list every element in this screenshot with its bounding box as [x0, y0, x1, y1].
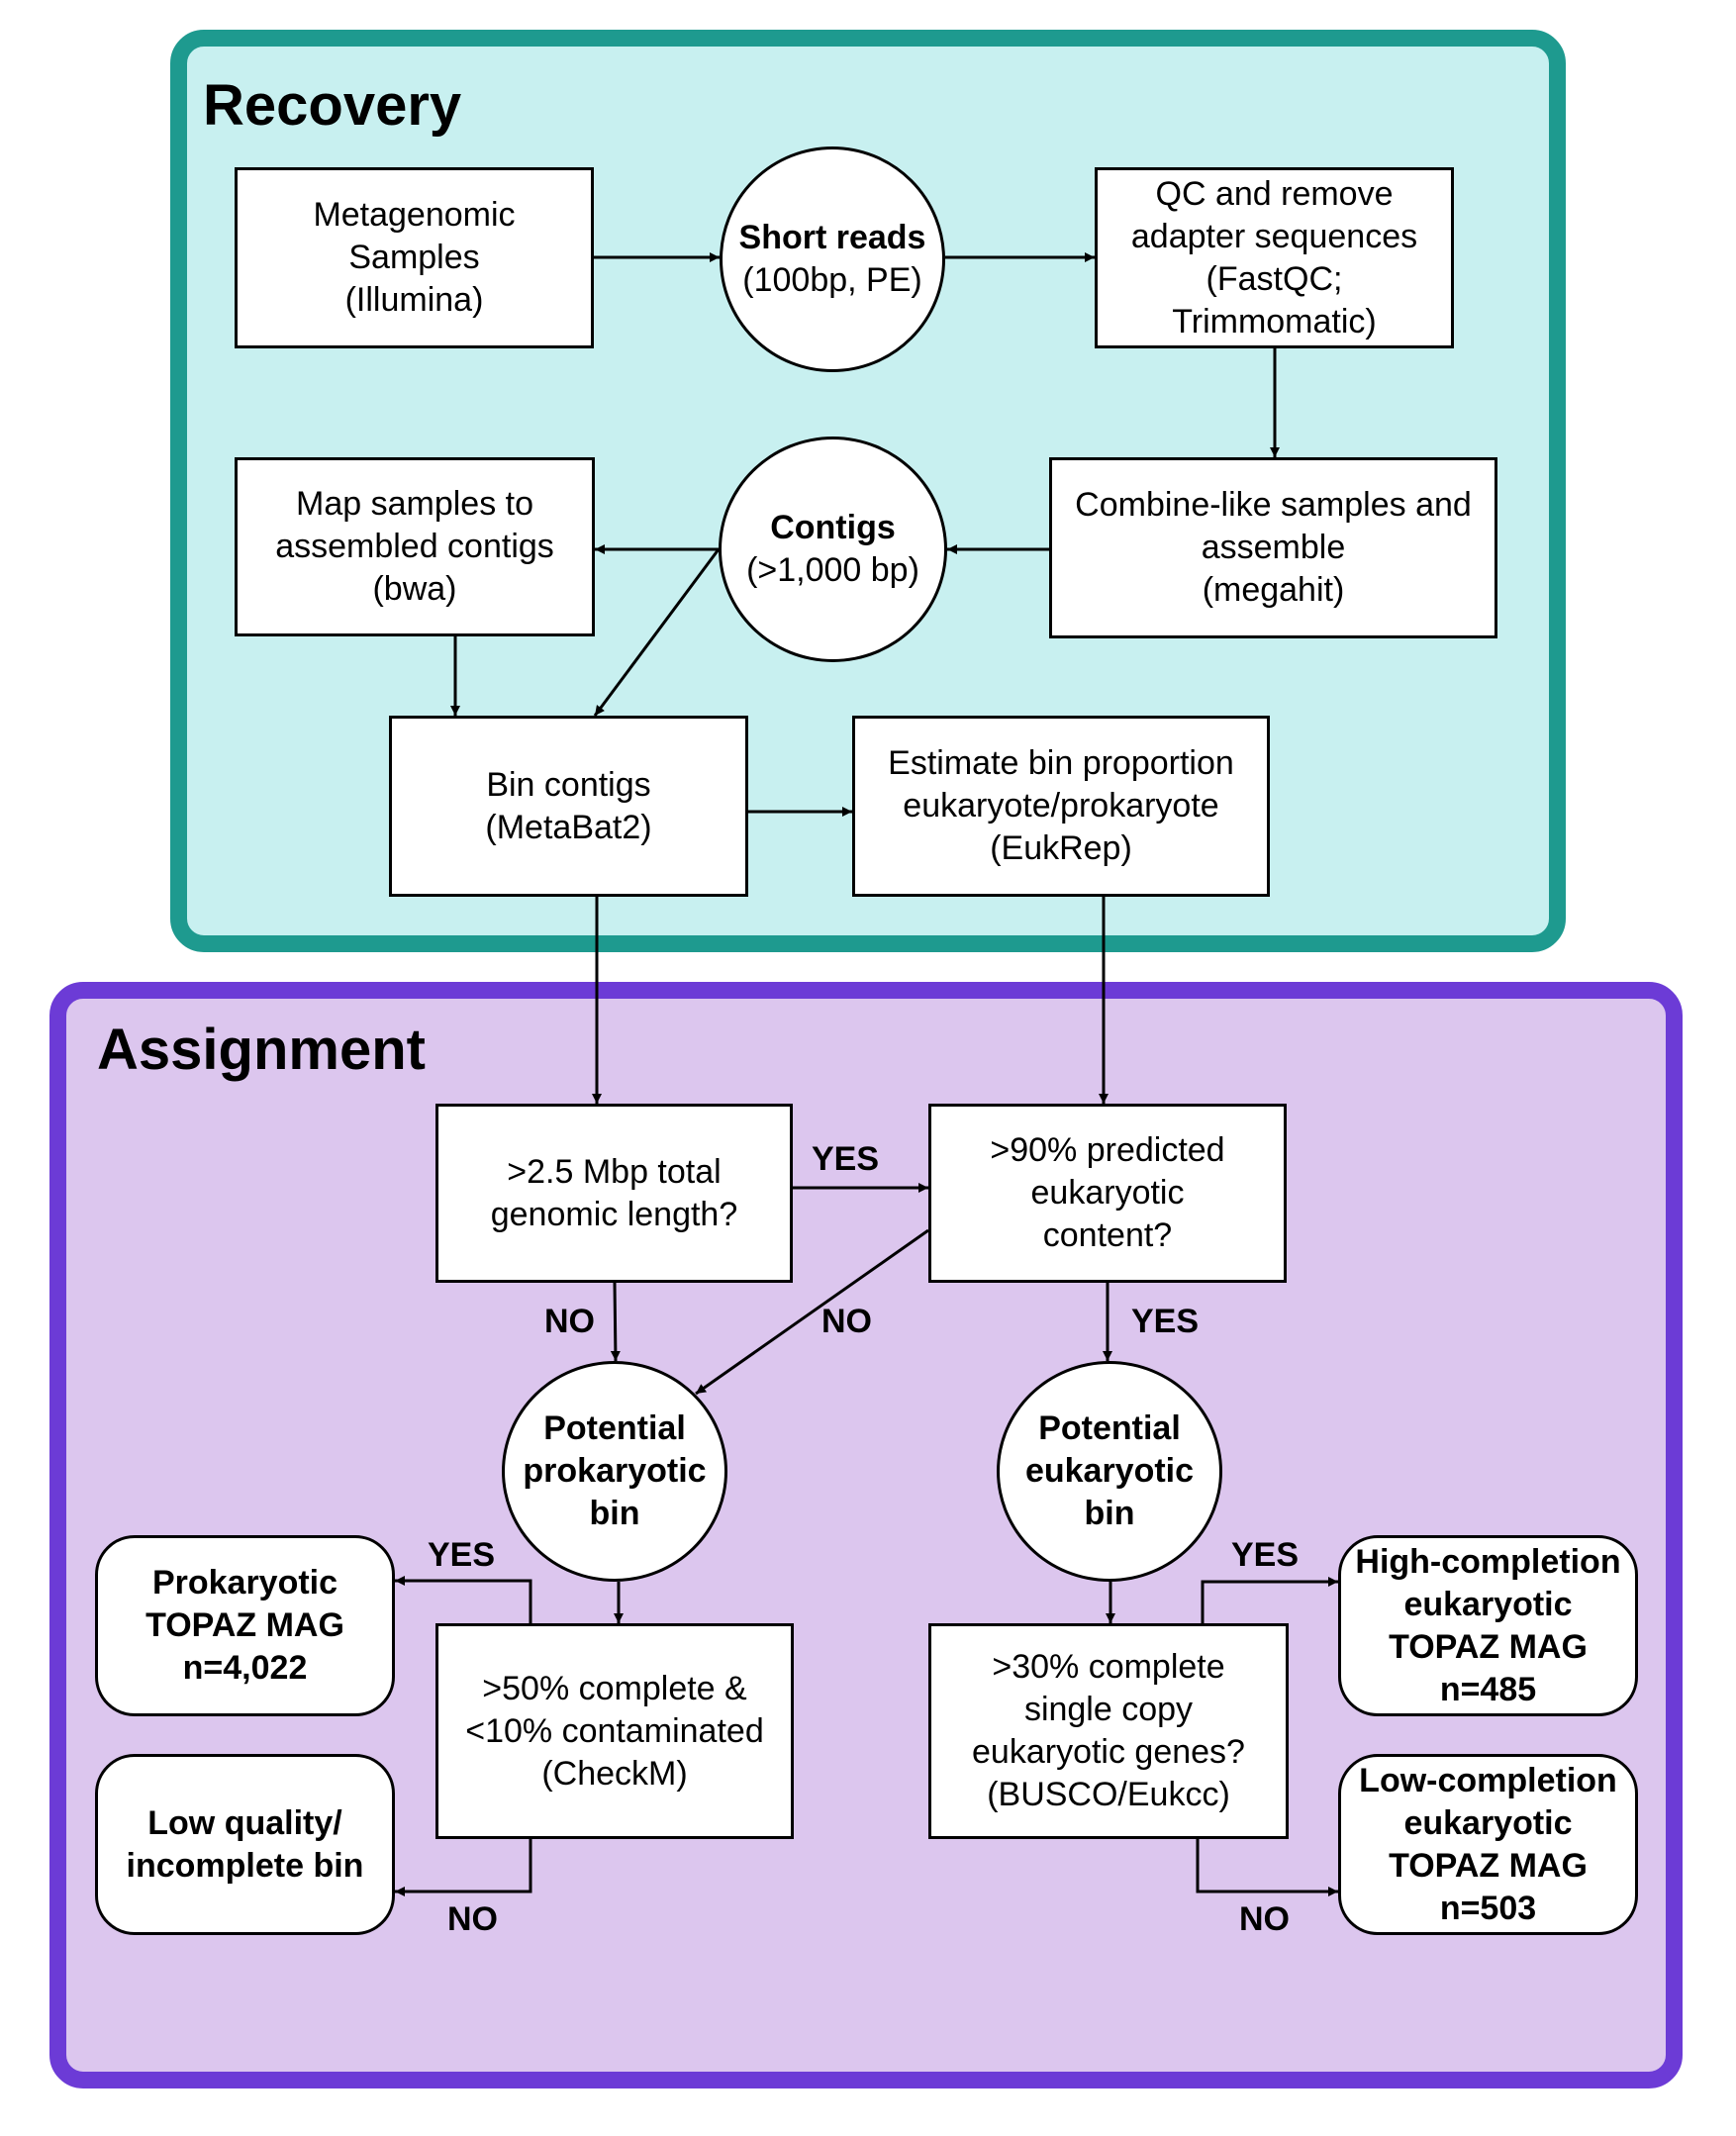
label-busco-no: NO	[1239, 1900, 1290, 1938]
arrow-busco-yes	[1201, 1577, 1338, 1626]
node-checkm: >50% complete & <10% contaminated (Check…	[435, 1623, 794, 1839]
node-length-check: >2.5 Mbp total genomic length?	[435, 1104, 793, 1283]
arrow-contigs-to-bin	[593, 548, 721, 717]
arrow-length-to-potprok	[610, 1282, 621, 1362]
node-potential-prokaryotic-bin: Potential prokaryotic bin	[502, 1361, 727, 1582]
arrow-euk-to-potprok	[695, 1228, 929, 1396]
label-busco-yes: YES	[1231, 1536, 1300, 1574]
node-metagenomic-samples: Metagenomic Samples (Illumina)	[235, 167, 594, 348]
label-checkm-no: NO	[447, 1900, 498, 1938]
node-estimate-proportion: Estimate bin proportion eukaryote/prokar…	[852, 716, 1270, 897]
node-low-completion-mag: Low-completion eukaryotic TOPAZ MAG n=50…	[1338, 1754, 1638, 1935]
node-eukaryotic-content-check: >90% predicted eukaryotic content?	[928, 1104, 1287, 1283]
label-euk-yes: YES	[1131, 1303, 1200, 1340]
label-euk-no: NO	[821, 1303, 872, 1340]
assignment-title: Assignment	[97, 1018, 426, 1082]
node-busco: >30% complete single copy eukaryotic gen…	[928, 1623, 1289, 1839]
node-bin-contigs: Bin contigs (MetaBat2)	[389, 716, 748, 897]
node-contigs: Contigs (>1,000 bp)	[719, 437, 947, 662]
node-qc: QC and remove adapter sequences (FastQC;…	[1095, 167, 1454, 348]
label-length-yes: YES	[812, 1140, 880, 1178]
recovery-title: Recovery	[203, 73, 462, 138]
node-combine-assemble: Combine-like samples and assemble (megah…	[1049, 457, 1497, 638]
node-prokaryotic-mag: Prokaryotic TOPAZ MAG n=4,022	[95, 1535, 395, 1716]
arrow-checkm-no	[395, 1839, 532, 1896]
arrow-busco-no	[1196, 1839, 1338, 1896]
node-potential-eukaryotic-bin: Potential eukaryotic bin	[997, 1361, 1222, 1582]
node-low-quality-bin: Low quality/ incomplete bin	[95, 1754, 395, 1935]
node-short-reads: Short reads (100bp, PE)	[720, 146, 945, 372]
label-checkm-yes: YES	[428, 1536, 496, 1574]
label-length-no: NO	[544, 1303, 595, 1340]
node-map-samples: Map samples to assembled contigs (bwa)	[235, 457, 595, 636]
arrow-checkm-yes	[395, 1576, 532, 1626]
node-high-completion-mag: High-completion eukaryotic TOPAZ MAG n=4…	[1338, 1535, 1638, 1716]
